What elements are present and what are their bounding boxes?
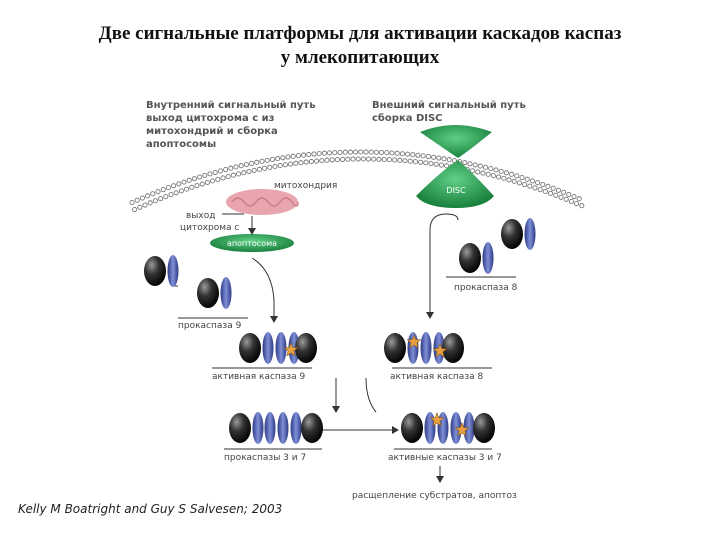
subunit-blue — [482, 242, 494, 274]
subunit-blue — [290, 412, 302, 444]
mitochondrion: митохондрия — [226, 181, 337, 215]
extrinsic-heading: Внешний сигнальный путь сборка DISC — [372, 100, 526, 124]
subunit-blue — [277, 412, 289, 444]
svg-text:цитохрома с: цитохрома с — [180, 223, 239, 233]
active-caspase9-label: активная каспаза 9 — [212, 372, 305, 382]
procaspase8-label: прокаспаза 8 — [454, 283, 518, 293]
pathway-arrows — [172, 213, 459, 483]
apoptosome: апоптосома — [210, 234, 294, 252]
subunit-blue — [252, 412, 264, 444]
svg-text:Внутренний сигнальный путь: Внутренний сигнальный путь — [146, 100, 316, 111]
subunit-blue — [420, 332, 432, 364]
active-caspase8-label: активная каспаза 8 — [390, 372, 483, 382]
caspase-molecules — [144, 218, 536, 444]
svg-text:Внешний сигнальный путь: Внешний сигнальный путь — [372, 100, 526, 111]
subunit-blue — [264, 412, 276, 444]
svg-text:апоптосома: апоптосома — [227, 239, 277, 248]
page-title: Две сигнальные платформы для активации к… — [0, 22, 720, 70]
subunit-blue — [524, 218, 536, 250]
prodomain-dark — [401, 413, 423, 443]
prodomain-dark — [239, 333, 261, 363]
prodomain-dark — [229, 413, 251, 443]
active-site-star — [432, 343, 448, 358]
cytochrome-release: выход цитохрома с — [180, 211, 256, 235]
title-line-2: у млекопитающих — [280, 47, 440, 68]
subunit-blue — [262, 332, 274, 364]
active-site-star — [406, 334, 422, 349]
label-rules — [178, 276, 516, 450]
outcome-label: расщепление субстратов, апоптоз — [352, 491, 517, 501]
prodomain-dark — [473, 413, 495, 443]
prodomain-dark — [295, 333, 317, 363]
active-site-star — [429, 412, 445, 427]
active-caspases37-label: активные каспазы 3 и 7 — [388, 453, 502, 463]
svg-text:выход: выход — [186, 211, 215, 221]
plasma-membrane — [129, 149, 585, 213]
active-site-star — [454, 422, 470, 437]
disc-complex: DISC — [416, 125, 494, 208]
prodomain-dark — [442, 333, 464, 363]
svg-text:апоптосомы: апоптосомы — [146, 139, 216, 150]
prodomain-dark — [144, 256, 166, 286]
subunit-blue — [167, 255, 179, 287]
subunit-blue — [220, 277, 232, 309]
procaspase9-label: прокаспаза 9 — [178, 321, 242, 331]
active-site-star — [283, 342, 299, 357]
prodomain-dark — [384, 333, 406, 363]
citation: Kelly M Boatright and Guy S Salvesen; 20… — [18, 502, 283, 516]
subunit-blue — [437, 412, 449, 444]
subunit-blue — [424, 412, 436, 444]
svg-text:сборка DISC: сборка DISC — [372, 112, 443, 124]
procaspases37-label: прокаспазы 3 и 7 — [224, 453, 306, 463]
prodomain-dark — [197, 278, 219, 308]
title-line-1: Две сигнальные платформы для активации к… — [98, 23, 622, 44]
prodomain-dark — [301, 413, 323, 443]
prodomain-dark — [459, 243, 481, 273]
svg-text:выход цитохрома с из: выход цитохрома с из — [146, 113, 275, 124]
disc-label: DISC — [446, 186, 466, 195]
mitochondrion-label: митохондрия — [274, 181, 337, 191]
prodomain-dark — [501, 219, 523, 249]
subunit-blue — [275, 332, 287, 364]
intrinsic-heading: Внутренний сигнальный путь выход цитохро… — [146, 100, 316, 150]
svg-text:митохондрий и сборка: митохондрий и сборка — [146, 125, 278, 137]
